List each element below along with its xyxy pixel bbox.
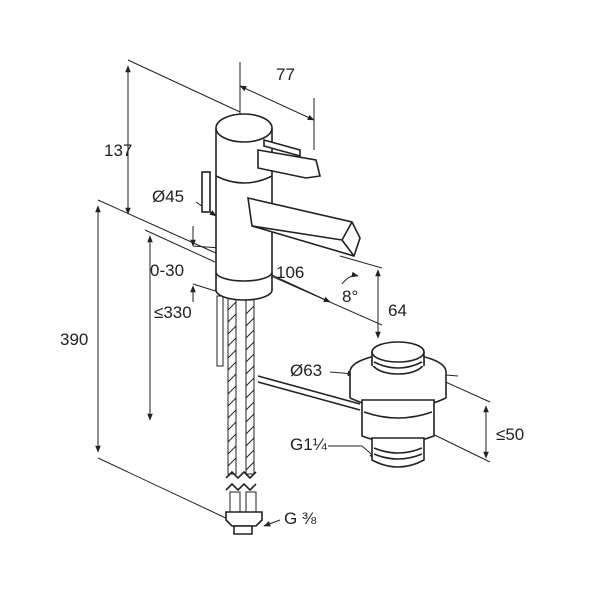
dimension-lines	[95, 65, 489, 527]
dim-total-height: 390	[60, 330, 88, 349]
dim-max-height: ≤330	[154, 303, 192, 322]
dim-waste-thread: G1¼	[290, 435, 328, 454]
dim-body-diameter: Ø45	[152, 187, 184, 206]
dim-spout-length: 106	[276, 263, 304, 282]
dim-spout-reach: 77	[276, 65, 295, 84]
dim-waste-length: ≤50	[496, 425, 524, 444]
dim-waste-diameter: Ø63	[290, 361, 322, 380]
dim-spout-angle: 8°	[342, 287, 358, 306]
dim-height-top: 137	[104, 141, 132, 160]
waste-fitting	[349, 341, 447, 468]
faucet-body	[201, 113, 361, 301]
dim-adjust-range: 0-30	[150, 261, 184, 280]
dim-spout-height: 64	[388, 301, 407, 320]
dimension-labels: 137 77 Ø45 0-30 ≤330 390 106 8° 64 Ø63 G…	[60, 65, 524, 528]
supply-hoses	[216, 295, 361, 535]
dim-supply-thread: G ⅜	[284, 509, 317, 528]
